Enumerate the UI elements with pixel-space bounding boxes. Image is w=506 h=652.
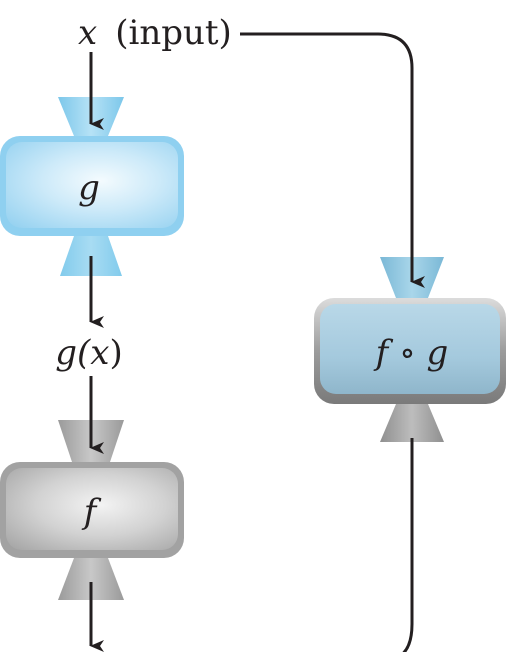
input-var: x (78, 13, 97, 53)
f-machine: f (0, 420, 184, 600)
input-text: (input) (115, 13, 232, 53)
composite-output-line (402, 438, 414, 652)
composite-machine: f ∘ g (314, 257, 506, 442)
composite-bottom-funnel (380, 404, 444, 442)
intermediate-label: g(x) (55, 333, 122, 373)
f-bottom-funnel (58, 558, 124, 600)
composite-label: f ∘ g (373, 333, 449, 373)
input-label: x (input) (78, 13, 232, 53)
arrow-input-to-composite (240, 32, 425, 288)
g-label: g (78, 168, 100, 208)
